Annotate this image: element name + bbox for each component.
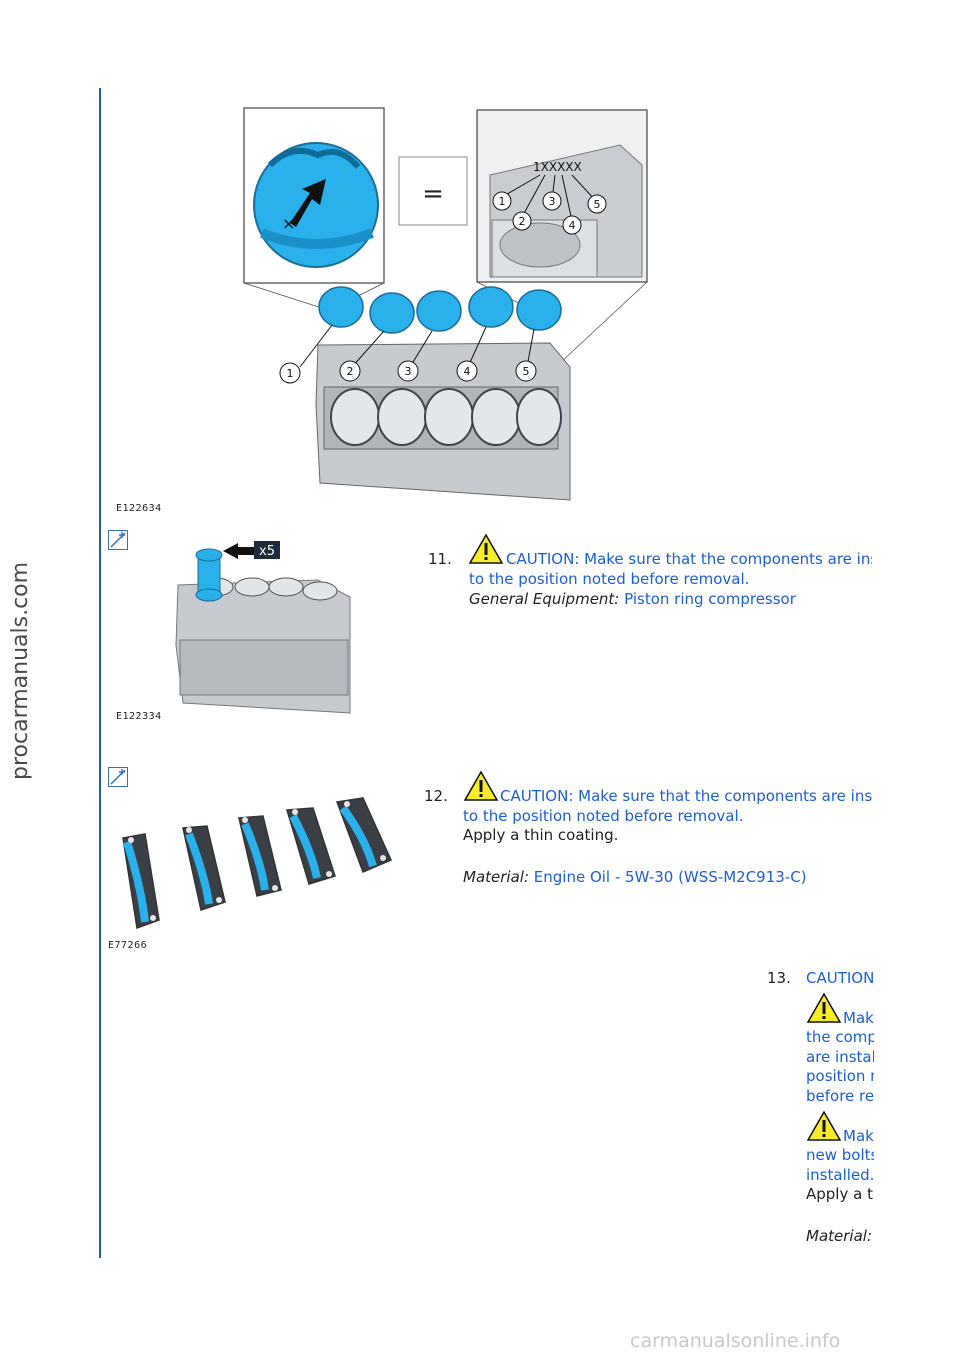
svg-text:1: 1 (499, 195, 506, 208)
figure-code: E77266 (108, 940, 148, 951)
step-number: 13. (767, 969, 791, 987)
figure-bearing-caps (122, 797, 392, 930)
caution-b-line-1: Make sure that (843, 1127, 874, 1145)
instruction-text: Apply a thin coating. (463, 826, 619, 844)
svg-text:4: 4 (569, 219, 576, 232)
figure-piston-orientation: × = 1XXXXX 1 2 3 4 5 (243, 107, 648, 501)
bottom-watermark: carmanualsonline.info (630, 1330, 841, 1352)
instruction-text: Apply a thin coating. (806, 1185, 874, 1203)
equipment-label: General Equipment: (469, 590, 620, 608)
caution-a-line-4: position noted (806, 1067, 874, 1085)
equals-sign: = (422, 179, 444, 209)
warning-icon (463, 770, 499, 801)
material-label: Material: (806, 1227, 872, 1245)
svg-text:2: 2 (519, 215, 526, 228)
caution-a-line-3: are installed to the (806, 1048, 874, 1066)
step-number: 12. (424, 787, 448, 805)
callout-2: 2 (347, 365, 354, 378)
caution-text-continued: to the position noted before removal. (463, 807, 744, 825)
equipment-line: General Equipment: Piston ring compresso… (469, 590, 796, 608)
figure-code: E122634 (116, 503, 162, 514)
zoom-icon[interactable] (108, 530, 128, 550)
caution-text-continued: to the position noted before removal. (469, 570, 750, 588)
material-label: Material: (463, 868, 529, 886)
svg-text:×: × (282, 214, 295, 233)
side-watermark: procarmanuals.com (8, 561, 33, 780)
margin-rule (99, 88, 101, 1258)
figure-piston-install: x5 (175, 541, 351, 714)
caution-a-line-1: Make sure that (843, 1009, 874, 1027)
svg-text:3: 3 (549, 195, 556, 208)
warning-icon (806, 1110, 842, 1141)
caution-b-line-3: installed. (806, 1166, 874, 1184)
callout-5: 5 (523, 365, 530, 378)
svg-text:5: 5 (594, 198, 601, 211)
material-link[interactable]: Engine Oil - 5W-30 (WSS-M2C913-C) (533, 868, 807, 886)
cautions-heading: CAUTIONS: (806, 969, 874, 987)
callout-1: 1 (287, 367, 294, 380)
callout-3: 3 (405, 365, 412, 378)
equipment-link[interactable]: Piston ring compressor (624, 590, 796, 608)
serial-marking: 1XXXXX (533, 160, 582, 174)
caution-a-line-2: the components (806, 1028, 874, 1046)
warning-icon (806, 992, 842, 1023)
caution-text: CAUTION: Make sure that the components a… (500, 787, 872, 805)
material-line: Material: Engine Oil - 5W-30 (WSS-M2C913… (463, 868, 807, 886)
callout-4: 4 (464, 365, 471, 378)
quantity-badge: x5 (259, 544, 275, 559)
caution-a-line-5: before removal. (806, 1087, 874, 1105)
caution-b-line-2: new bolts are (806, 1146, 874, 1164)
zoom-icon[interactable] (108, 767, 128, 787)
figure-code: E122334 (116, 711, 162, 722)
caution-text: CAUTION: Make sure that the components a… (506, 550, 872, 568)
step-number: 11. (428, 550, 452, 568)
warning-icon (468, 533, 504, 564)
